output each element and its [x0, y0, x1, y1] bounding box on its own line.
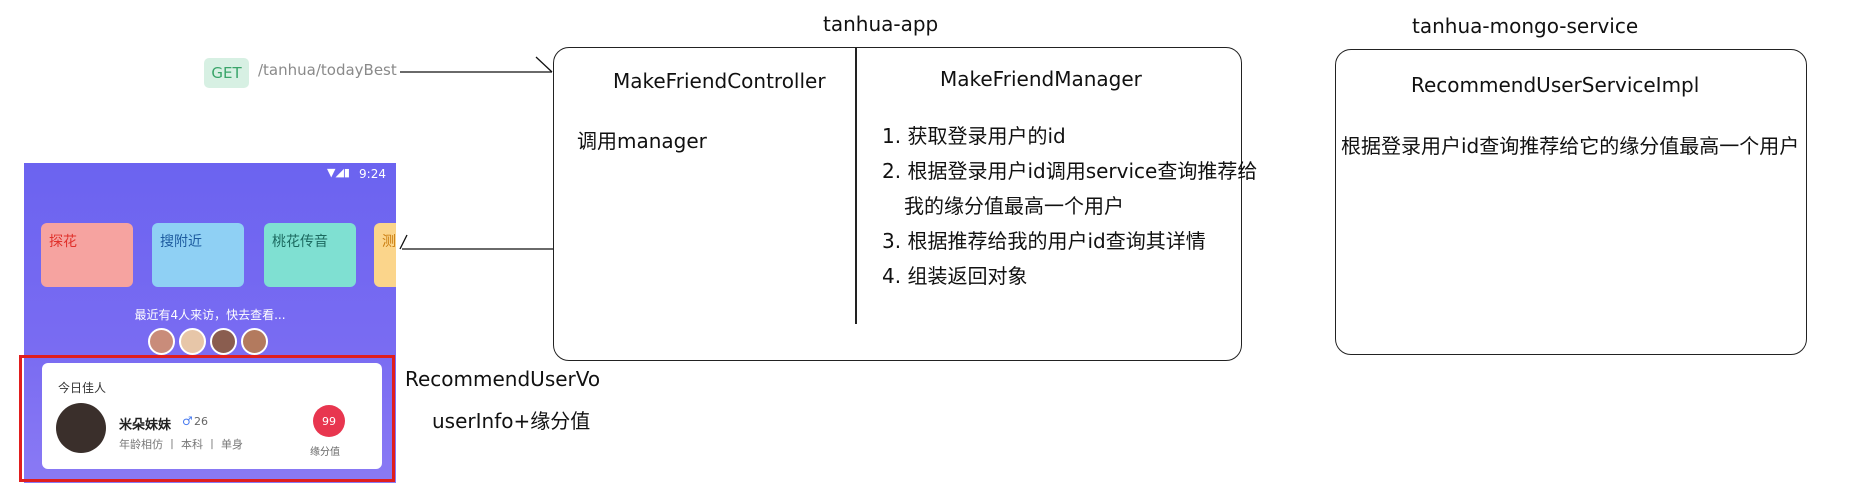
service-text: 根据登录用户id查询推荐给它的缘分值最高一个用户: [1341, 134, 1800, 158]
tile-test[interactable]: 测: [374, 223, 396, 287]
male-icon: ♂: [182, 414, 193, 428]
phone-screenshot: 9:24 ▼◢▮ 探花 搜附近 桃花传音 测 最近有4人来访，快去查看... 今…: [24, 163, 396, 483]
score-value: 99: [322, 414, 336, 428]
visitor-avatars[interactable]: [148, 328, 268, 355]
phone-time: 9:24: [359, 167, 386, 181]
manager-step: 4. 组装返回对象: [882, 264, 1028, 288]
user-tags: 年龄相仿 丨 本科 丨 单身: [119, 438, 243, 451]
vo-text: userInfo+缘分值: [432, 409, 591, 433]
manager-steps: 1. 获取登录用户的id 2. 根据登录用户id调用service查询推荐给 我…: [882, 119, 1257, 294]
visitor-avatar: [148, 328, 175, 355]
user-avatar: [56, 403, 106, 453]
app-header: tanhua-app: [823, 12, 939, 36]
user-age: 26: [194, 415, 208, 428]
response-arrow-head: [399, 234, 408, 250]
request-path: /tanhua/todayBest: [258, 61, 397, 79]
mongo-service-header: tanhua-mongo-service: [1412, 14, 1639, 38]
manager-step: 3. 根据推荐给我的用户id查询其详情: [882, 229, 1206, 253]
score-label: 缘分值: [310, 447, 340, 458]
app-box-divider: [855, 48, 857, 324]
visitor-avatar: [210, 328, 237, 355]
tile-tanhua[interactable]: 探花: [41, 223, 133, 287]
highlight-box: [19, 355, 395, 482]
visitors-text[interactable]: 最近有4人来访，快去查看...: [134, 308, 286, 322]
request-arrow-head: [535, 56, 553, 73]
manager-step: 1. 获取登录用户的id: [882, 124, 1066, 148]
signal-icon: ▼◢▮: [327, 166, 350, 179]
controller-text: 调用manager: [577, 129, 707, 153]
vo-title: RecommendUserVo: [405, 367, 601, 391]
service-box: [1335, 49, 1807, 355]
visitor-avatar: [179, 328, 206, 355]
tile-nearby[interactable]: 搜附近: [152, 223, 244, 287]
today-best-card[interactable]: 今日佳人 米朵妹妹 ♂ 26 年龄相仿 丨 本科 丨 单身 99 缘分值: [42, 363, 382, 469]
http-method-badge: GET: [204, 58, 249, 88]
card-title: 今日佳人: [58, 381, 107, 395]
tile-voice[interactable]: 桃花传音: [264, 223, 356, 287]
user-name: 米朵妹妹: [119, 418, 172, 433]
service-title: RecommendUserServiceImpl: [1411, 73, 1700, 97]
manager-step: 2. 根据登录用户id调用service查询推荐给: [882, 159, 1258, 183]
manager-title: MakeFriendManager: [940, 67, 1142, 91]
phone-status-bar: 9:24 ▼◢▮: [24, 163, 396, 185]
app-box: [553, 47, 1242, 361]
manager-step-continued: 我的缘分值最高一个用户: [904, 194, 1124, 218]
controller-title: MakeFriendController: [613, 69, 826, 93]
visitor-avatar: [241, 328, 268, 355]
score-heart-icon: 99: [313, 405, 345, 437]
